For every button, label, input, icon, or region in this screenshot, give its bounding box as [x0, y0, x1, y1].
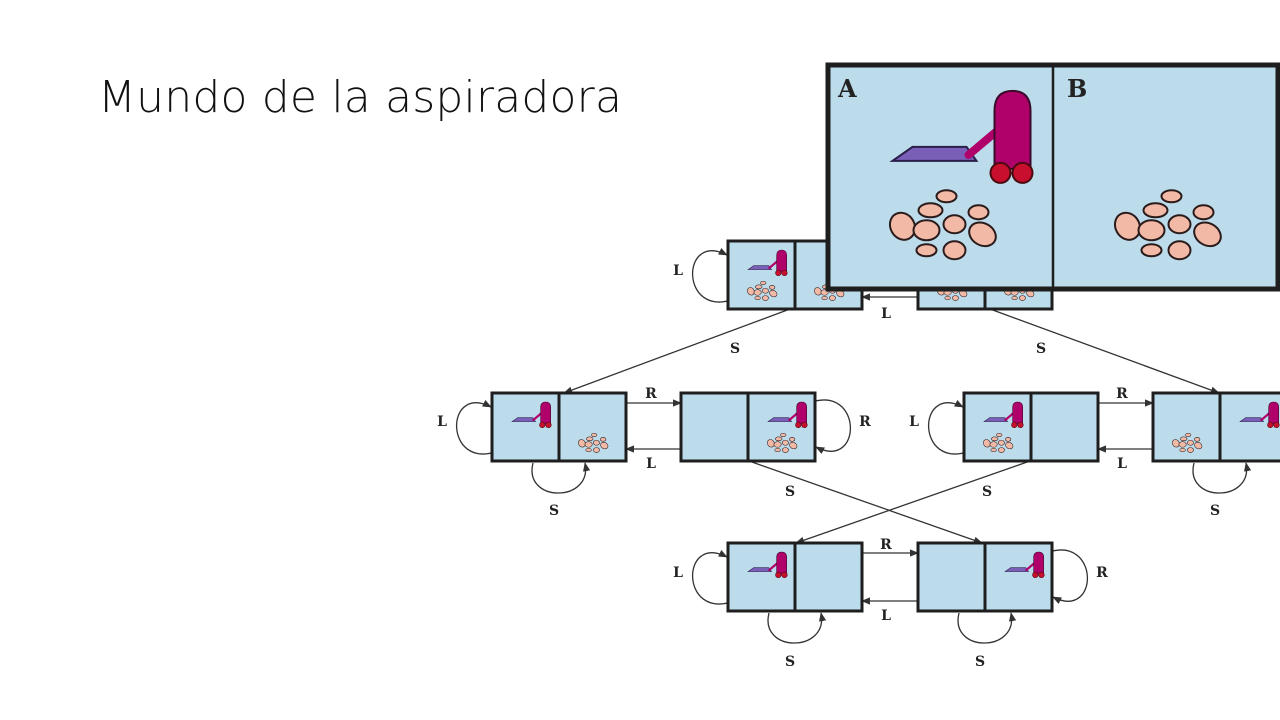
- state-node: [916, 541, 1054, 613]
- edge-label: S: [785, 654, 795, 670]
- state-node: [726, 541, 864, 613]
- vacuum-cleaner-icon: [1239, 401, 1280, 429]
- transition-arrow: [1045, 549, 1089, 604]
- slide-title: Mundo de la aspiradora: [98, 72, 623, 123]
- edge-label: L: [673, 565, 683, 581]
- edge-label: R: [645, 386, 657, 402]
- edge-label: L: [673, 263, 683, 279]
- edge-label: L: [909, 414, 919, 430]
- transition-arrow: [455, 400, 499, 455]
- transition-arrow: [691, 550, 735, 605]
- dirt-pile-icon: [983, 432, 1014, 453]
- transition-arrow: [691, 248, 735, 303]
- transition-arrow: [531, 462, 591, 494]
- edge-label: L: [881, 608, 891, 624]
- vacuum-cleaner-icon: [1004, 551, 1045, 579]
- transition-arrow: [927, 400, 971, 455]
- state-node: [490, 391, 628, 463]
- vacuum-cleaner-icon: [511, 401, 552, 429]
- edge-label: L: [437, 414, 447, 430]
- vacuum-cleaner-icon: [747, 249, 788, 277]
- vacuum-cleaner-icon: [983, 401, 1024, 429]
- edge-label: R: [1116, 386, 1128, 402]
- vacuum-cleaner-icon: [889, 89, 1034, 184]
- transition-arrow: [795, 460, 1031, 544]
- dirt-pile-icon: [767, 432, 798, 453]
- edge-label: L: [646, 456, 656, 472]
- edge-label: R: [880, 537, 892, 553]
- edge-label: R: [1096, 565, 1108, 581]
- room-b-label: B: [1067, 74, 1087, 103]
- edge-label: R: [859, 414, 871, 430]
- edge-label: S: [982, 484, 992, 500]
- dirt-pile-icon: [1113, 189, 1222, 261]
- dirt-pile-icon: [747, 280, 778, 301]
- room-a-label: A: [837, 74, 857, 103]
- edge-label: S: [1210, 503, 1220, 519]
- vacuum-cleaner-icon: [747, 551, 788, 579]
- transition-arrow: [808, 399, 852, 454]
- transition-arrow: [767, 612, 827, 644]
- dirt-pile-icon: [578, 432, 609, 453]
- edge-label: L: [1117, 456, 1127, 472]
- state-node: [1151, 391, 1280, 463]
- edge-label: S: [975, 654, 985, 670]
- transition-arrow: [957, 612, 1017, 644]
- edge-label: S: [730, 341, 740, 357]
- edge-label: S: [549, 503, 559, 519]
- edge-label: L: [881, 306, 891, 322]
- dirt-pile-icon: [888, 189, 997, 261]
- transition-arrow: [1192, 462, 1252, 494]
- state-node: [962, 391, 1100, 463]
- transition-arrow: [563, 308, 791, 394]
- transition-edges: L L S S L S R L R S L R L S S L R L R S S: [437, 248, 1252, 670]
- edge-label: S: [785, 484, 795, 500]
- edge-label: S: [1036, 341, 1046, 357]
- dirt-pile-icon: [1172, 432, 1203, 453]
- transition-arrow: [989, 308, 1220, 394]
- transition-arrow: [748, 460, 983, 544]
- vacuum-cleaner-icon: [767, 401, 808, 429]
- state-node: [679, 391, 817, 463]
